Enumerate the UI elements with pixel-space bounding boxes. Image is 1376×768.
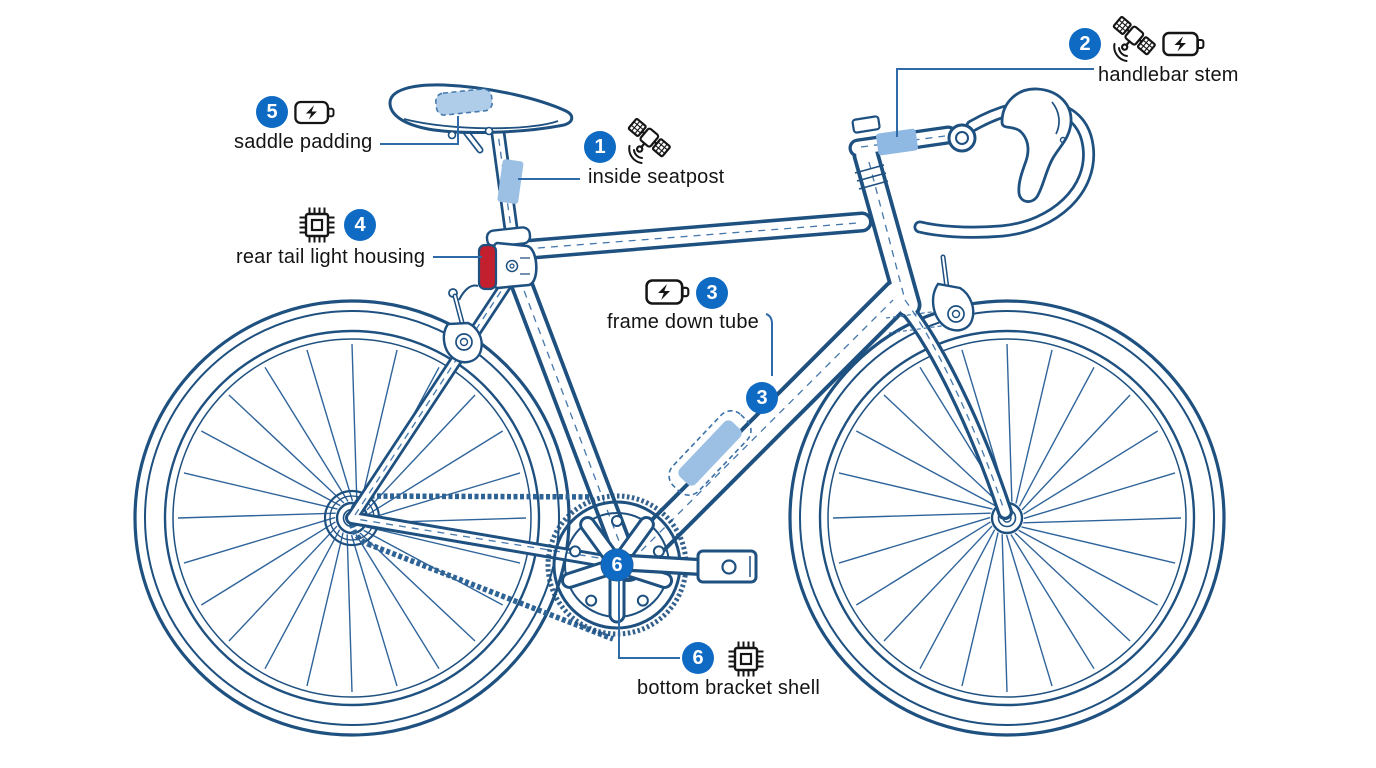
satellite-icon [626, 118, 672, 164]
leader-lines [380, 68, 1094, 659]
callout-badge-3-on-bike: 3 [746, 382, 778, 414]
callout-label-saddle-padding: saddle padding [234, 131, 373, 153]
callout-label-frame-down-tube: frame down tube [607, 311, 759, 333]
callout-badge-3: 3 [696, 277, 728, 309]
callout-label-rear-tail-light-housing: rear tail light housing [236, 246, 426, 268]
chip-icon [724, 637, 768, 681]
leader-3 [765, 313, 773, 376]
headset-top-cap [851, 115, 881, 134]
stem-device [876, 128, 918, 156]
crankset [545, 493, 758, 637]
callout-label-inside-seatpost: inside seatpost [588, 166, 725, 188]
downtube-device [678, 420, 742, 486]
callout-badge-6: 6 [682, 642, 714, 674]
front-brake [931, 254, 975, 332]
seatpost-device [497, 159, 524, 204]
devices [434, 88, 918, 496]
brake-lever-hood [1000, 87, 1073, 203]
chip-icon [295, 203, 339, 247]
callout-badge-2: 2 [1069, 28, 1101, 60]
front-wheel [788, 299, 1226, 737]
leader-6 [618, 581, 680, 659]
downtube-device-outline [668, 410, 752, 496]
leader-5 [380, 116, 459, 145]
battery-icon [1162, 30, 1206, 58]
leader-2 [896, 68, 1094, 137]
callout-badge-1: 1 [584, 131, 616, 163]
centerlines [354, 125, 1005, 566]
callout-badge-6-on-bike: 6 [601, 549, 633, 581]
callout-badge-4: 4 [344, 209, 376, 241]
tail-light-lens [477, 243, 498, 291]
battery-icon [294, 99, 336, 126]
rear-brake [442, 284, 483, 364]
handlebar [913, 87, 1096, 239]
satellite-icon [1111, 16, 1157, 62]
callout-badge-5: 5 [256, 96, 288, 128]
callout-label-handlebar-stem: handlebar stem [1098, 64, 1239, 86]
headset-spacers [854, 164, 889, 190]
battery-icon [645, 277, 691, 307]
callout-label-bottom-bracket-shell: bottom bracket shell [637, 677, 820, 699]
saddle-device [434, 88, 494, 116]
tail-light [477, 241, 538, 291]
